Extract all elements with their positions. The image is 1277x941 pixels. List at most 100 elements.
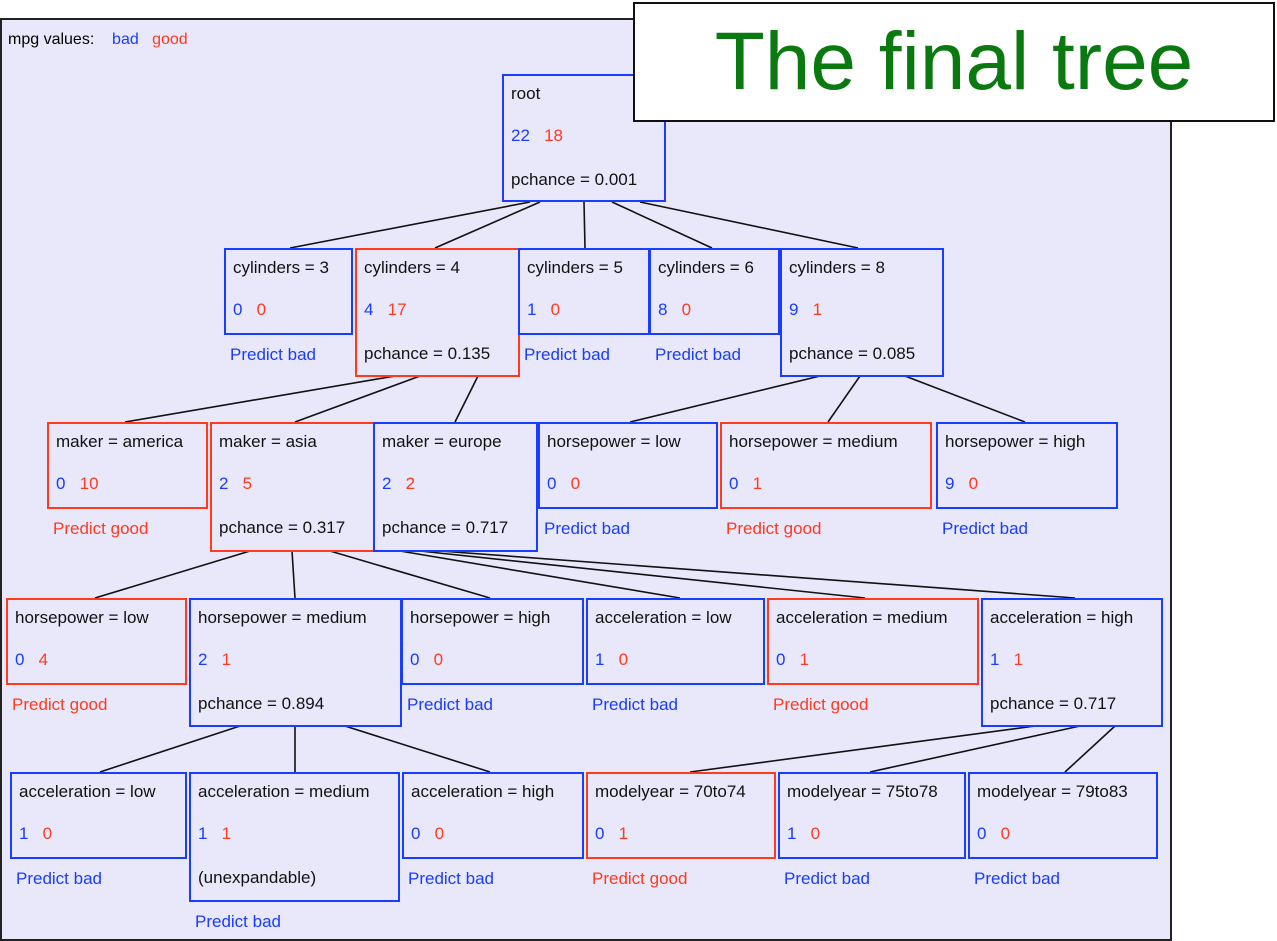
- node-label: maker = america: [56, 432, 184, 451]
- count-good: 5: [242, 474, 253, 493]
- legend-label: mpg values:: [8, 31, 95, 48]
- count-bad: 1: [19, 824, 29, 843]
- tree-edge: [344, 725, 491, 773]
- node-counts: 22 18: [511, 126, 563, 146]
- tree-node-hp8_high: horsepower = high 9 0: [936, 422, 1118, 509]
- count-bad: 0: [410, 650, 420, 669]
- count-bad: 1: [198, 824, 208, 843]
- node-label: maker = europe: [382, 432, 502, 451]
- count-bad: 1: [595, 650, 605, 669]
- tree-node-my_70: modelyear = 70to74 0 1: [586, 772, 776, 859]
- count-good: 1: [618, 824, 629, 843]
- node-label: root: [511, 84, 541, 103]
- count-bad: 2: [219, 474, 229, 493]
- count-bad: 1: [527, 300, 537, 319]
- node-label: horsepower = high: [410, 608, 551, 627]
- slide-title: The final tree: [714, 16, 1194, 107]
- node-prediction: Predict good: [773, 695, 869, 714]
- node-counts: 4 17: [364, 300, 407, 320]
- node-counts: 1 1: [198, 824, 231, 844]
- tree-edge: [689, 725, 1036, 773]
- tree-edge: [291, 550, 296, 599]
- tree-node-mk_am: maker = america 0 10: [47, 422, 208, 509]
- count-bad: 0: [977, 824, 987, 843]
- slide-title-box: The final tree: [633, 2, 1275, 122]
- node-prediction: Predict bad: [408, 869, 494, 888]
- node-label: modelyear = 70to74: [595, 782, 746, 801]
- tree-node-my_75: modelyear = 75to78 1 0: [778, 772, 966, 859]
- count-bad: 2: [382, 474, 392, 493]
- node-pchance: pchance = 0.085: [789, 344, 916, 363]
- tree-edge: [439, 550, 1076, 599]
- tree-node-cyl6: cylinders = 6 8 0: [649, 248, 780, 335]
- tree-edge: [454, 375, 479, 423]
- node-pchance: pchance = 0.894: [198, 694, 325, 713]
- tree-edge: [583, 201, 586, 249]
- node-prediction: Predict bad: [230, 345, 316, 364]
- node-label: cylinders = 4: [364, 258, 460, 277]
- node-prediction: Predict good: [592, 869, 688, 888]
- tree-edge: [1064, 725, 1116, 773]
- tree-node-hpa_high: horsepower = high 0 0: [401, 598, 584, 685]
- node-label: cylinders = 5: [527, 258, 623, 277]
- node-counts: 0 1: [729, 474, 762, 494]
- count-good: 1: [799, 650, 810, 669]
- count-good: 0: [681, 300, 692, 319]
- node-prediction: Predict bad: [16, 869, 102, 888]
- tree-node-hpa_low: horsepower = low 0 4: [6, 598, 187, 685]
- tree-node-cyl8: cylinders = 8 9 1 pchance = 0.085: [780, 248, 944, 377]
- node-pchance: pchance = 0.135: [364, 344, 491, 363]
- count-good: 0: [256, 300, 267, 319]
- tree-edge: [611, 201, 713, 249]
- node-prediction: Predict bad: [195, 912, 281, 931]
- node-label: cylinders = 3: [233, 258, 329, 277]
- node-counts: 0 1: [776, 650, 809, 670]
- node-label: horsepower = medium: [729, 432, 898, 451]
- count-bad: 22: [511, 126, 530, 145]
- node-prediction: Predict good: [726, 519, 822, 538]
- node-counts: 0 0: [411, 824, 444, 844]
- tree-edge: [639, 201, 859, 249]
- count-bad: 8: [658, 300, 668, 319]
- count-good: 0: [570, 474, 581, 493]
- tree-edge: [629, 375, 821, 423]
- tree-edge: [94, 550, 251, 599]
- count-bad: 2: [198, 650, 208, 669]
- tree-node-hp8_med: horsepower = medium 0 1: [720, 422, 932, 509]
- node-prediction: Predict bad: [544, 519, 630, 538]
- count-bad: 0: [411, 824, 421, 843]
- node-counts: 2 2: [382, 474, 415, 494]
- count-good: 0: [550, 300, 561, 319]
- node-label: horsepower = high: [945, 432, 1086, 451]
- node-label: acceleration = low: [19, 782, 156, 801]
- count-bad: 4: [364, 300, 374, 319]
- tree-node-ace_high: acceleration = high 1 1 pchance = 0.717: [981, 598, 1163, 727]
- node-prediction: Predict bad: [942, 519, 1028, 538]
- count-bad: 0: [595, 824, 605, 843]
- node-counts: 1 0: [527, 300, 560, 320]
- node-label: acceleration = medium: [776, 608, 948, 627]
- node-prediction: Predict bad: [592, 695, 678, 714]
- tree-node-cyl4: cylinders = 4 4 17 pchance = 0.135: [355, 248, 520, 377]
- node-counts: 0 0: [233, 300, 266, 320]
- count-bad: 1: [990, 650, 1000, 669]
- count-good: 1: [812, 300, 823, 319]
- node-pchance: pchance = 0.001: [511, 170, 638, 189]
- count-good: 17: [387, 300, 407, 319]
- tree-node-mk_eu: maker = europe 2 2 pchance = 0.717: [373, 422, 538, 552]
- node-counts: 0 0: [977, 824, 1010, 844]
- count-bad: 0: [729, 474, 739, 493]
- tree-node-hpa_med: horsepower = medium 2 1 pchance = 0.894: [189, 598, 402, 727]
- legend: mpg values: bad good: [8, 31, 188, 49]
- node-label: cylinders = 8: [789, 258, 885, 277]
- count-good: 18: [544, 126, 564, 145]
- tree-edge: [827, 375, 861, 423]
- count-bad: 0: [56, 474, 66, 493]
- count-good: 1: [221, 650, 232, 669]
- node-counts: 0 1: [595, 824, 628, 844]
- node-counts: 1 0: [19, 824, 52, 844]
- tree-edge: [869, 725, 1081, 773]
- node-counts: 0 10: [56, 474, 99, 494]
- count-good: 1: [752, 474, 763, 493]
